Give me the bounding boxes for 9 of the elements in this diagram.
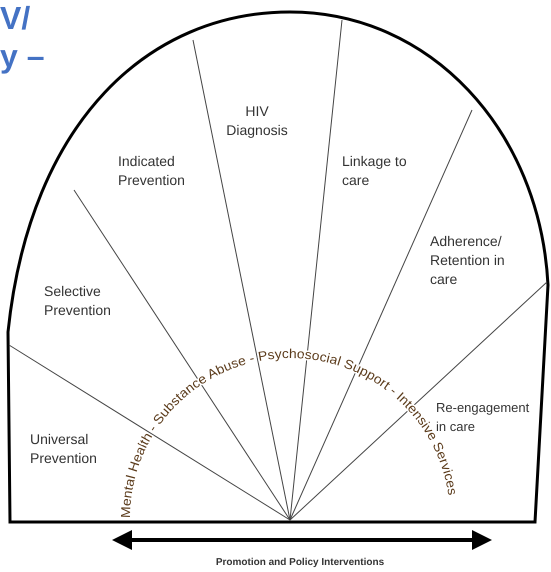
sector-label: Indicated Prevention: [118, 152, 186, 190]
axis-label: Promotion and Policy Interventions: [214, 556, 386, 570]
sector-label: Adherence/ Retention in care: [430, 232, 506, 289]
sector-label: Universal Prevention: [30, 430, 98, 468]
title-text: y –: [0, 38, 44, 74]
title-text: V/: [0, 0, 30, 36]
sector-label: HIV Diagnosis: [225, 102, 289, 140]
sector-label: Linkage to care: [342, 152, 408, 190]
sector-label: Selective Prevention: [44, 282, 112, 320]
